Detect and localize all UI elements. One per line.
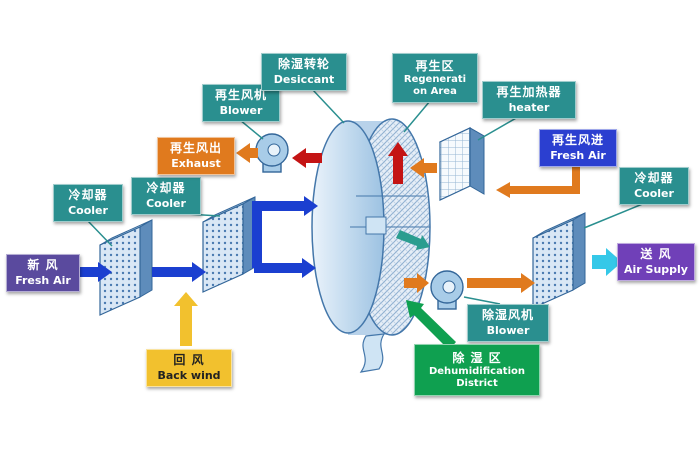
to-wheel-lower-arrow: [254, 258, 316, 278]
label-heater-en: heater: [508, 100, 550, 114]
label-regen-blower-en: Blower: [219, 103, 263, 117]
to-wheel-upper-arrowhead: [304, 196, 318, 216]
regen-up-arrow: [388, 142, 408, 184]
wheel-seal-curl: [359, 333, 386, 373]
label-exhaust-en: Exhaust: [171, 156, 221, 170]
label-heater-zh: 再生加热器: [496, 85, 562, 100]
label-back-wind-en: Back wind: [157, 368, 221, 382]
label-fresh-air: 新 风 Fresh Air: [6, 254, 80, 292]
label-regen-area-zh: 再生区: [415, 58, 455, 73]
fresh-air-in-arrow: [72, 262, 112, 282]
label-regen-blower: 再生风机 Blower: [202, 84, 280, 122]
label-dehumid-district-en1: Dehumidification: [428, 366, 526, 378]
label-air-supply: 送 风 Air Supply: [617, 243, 695, 281]
back-wind-arrow: [174, 292, 198, 346]
label-regen-fresh-air-zh: 再生风进: [551, 133, 604, 148]
supply-air-arrows: [396, 230, 622, 293]
label-dehumid-district-en2: District: [456, 377, 498, 389]
label-regen-area-en1: Regenerati: [403, 74, 467, 86]
label-dehumid-district-zh: 除 湿 区: [452, 350, 502, 365]
label-exhaust-zh: 再生风出: [169, 141, 222, 156]
label-cooler-left2-en: Cooler: [146, 196, 186, 210]
label-heater: 再生加热器 heater: [482, 81, 576, 119]
dehumid-blower-fan: [430, 270, 464, 310]
label-back-wind: 回 风 Back wind: [146, 349, 232, 387]
label-regeneration-area: 再生区 Regenerati on Area: [392, 53, 478, 103]
label-desiccant-zh: 除湿转轮: [277, 57, 330, 72]
label-dehumid-blower-zh: 除湿风机: [481, 308, 534, 323]
regen-in-arrowhead: [496, 182, 510, 198]
label-desiccant-en: Desiccant: [273, 72, 335, 86]
label-exhaust: 再生风出 Exhaust: [157, 137, 235, 175]
label-cooler-left2-zh: 冷却器: [146, 181, 186, 196]
cooler-box-left-2: [202, 196, 256, 293]
label-cooler-left1-zh: 冷却器: [68, 188, 108, 203]
label-dehumid-blower-en: Blower: [486, 323, 530, 337]
process-air-arrows: [72, 196, 318, 282]
label-air-supply-zh: 送 风: [640, 247, 672, 262]
label-air-supply-en: Air Supply: [624, 262, 688, 276]
blower-to-cooler-arrow: [467, 273, 535, 293]
cooler-box-right: [532, 212, 586, 309]
regen-blower-fan: [255, 133, 289, 173]
label-cooler-left-1: 冷却器 Cooler: [53, 184, 123, 222]
label-cooler-left1-en: Cooler: [68, 203, 108, 217]
label-regen-fresh-air: 再生风进 Fresh Air: [539, 129, 617, 167]
wheel-out-small-arrow: [396, 230, 430, 250]
regeneration-air-arrows: [236, 142, 580, 198]
label-regen-area-en2: on Area: [413, 85, 457, 97]
label-fresh-air-zh: 新 风: [27, 258, 59, 273]
label-cooler-right: 冷却器 Cooler: [619, 167, 689, 205]
exhaust-out-arrow: [236, 143, 258, 163]
label-fresh-air-en: Fresh Air: [15, 273, 71, 287]
label-dehumidification-district: 除 湿 区 Dehumidification District: [414, 344, 540, 396]
label-cooler-right-en: Cooler: [634, 186, 674, 200]
wheel-to-dehumid-blower-arrow: [404, 273, 429, 293]
heater-to-wheel-arrow: [410, 158, 437, 178]
dehumid-district-pointer-arrow: [406, 300, 456, 350]
wheel-axis-hub: [365, 216, 387, 235]
label-regen-blower-zh: 再生风机: [214, 88, 267, 103]
label-dehumid-blower: 除湿风机 Blower: [467, 304, 549, 342]
label-desiccant-wheel: 除湿转轮 Desiccant: [261, 53, 347, 91]
label-back-wind-zh: 回 风: [173, 353, 205, 368]
cooler-to-cooler-arrow: [152, 262, 206, 282]
label-cooler-right-zh: 冷却器: [634, 171, 674, 186]
wheel-to-blower-arrow: [292, 148, 322, 168]
label-cooler-left-2: 冷却器 Cooler: [131, 177, 201, 215]
label-regen-fresh-air-en: Fresh Air: [550, 148, 606, 162]
air-supply-arrow: [592, 248, 622, 276]
cooler-box-left-1: [99, 219, 153, 316]
heater-box: [438, 127, 486, 201]
